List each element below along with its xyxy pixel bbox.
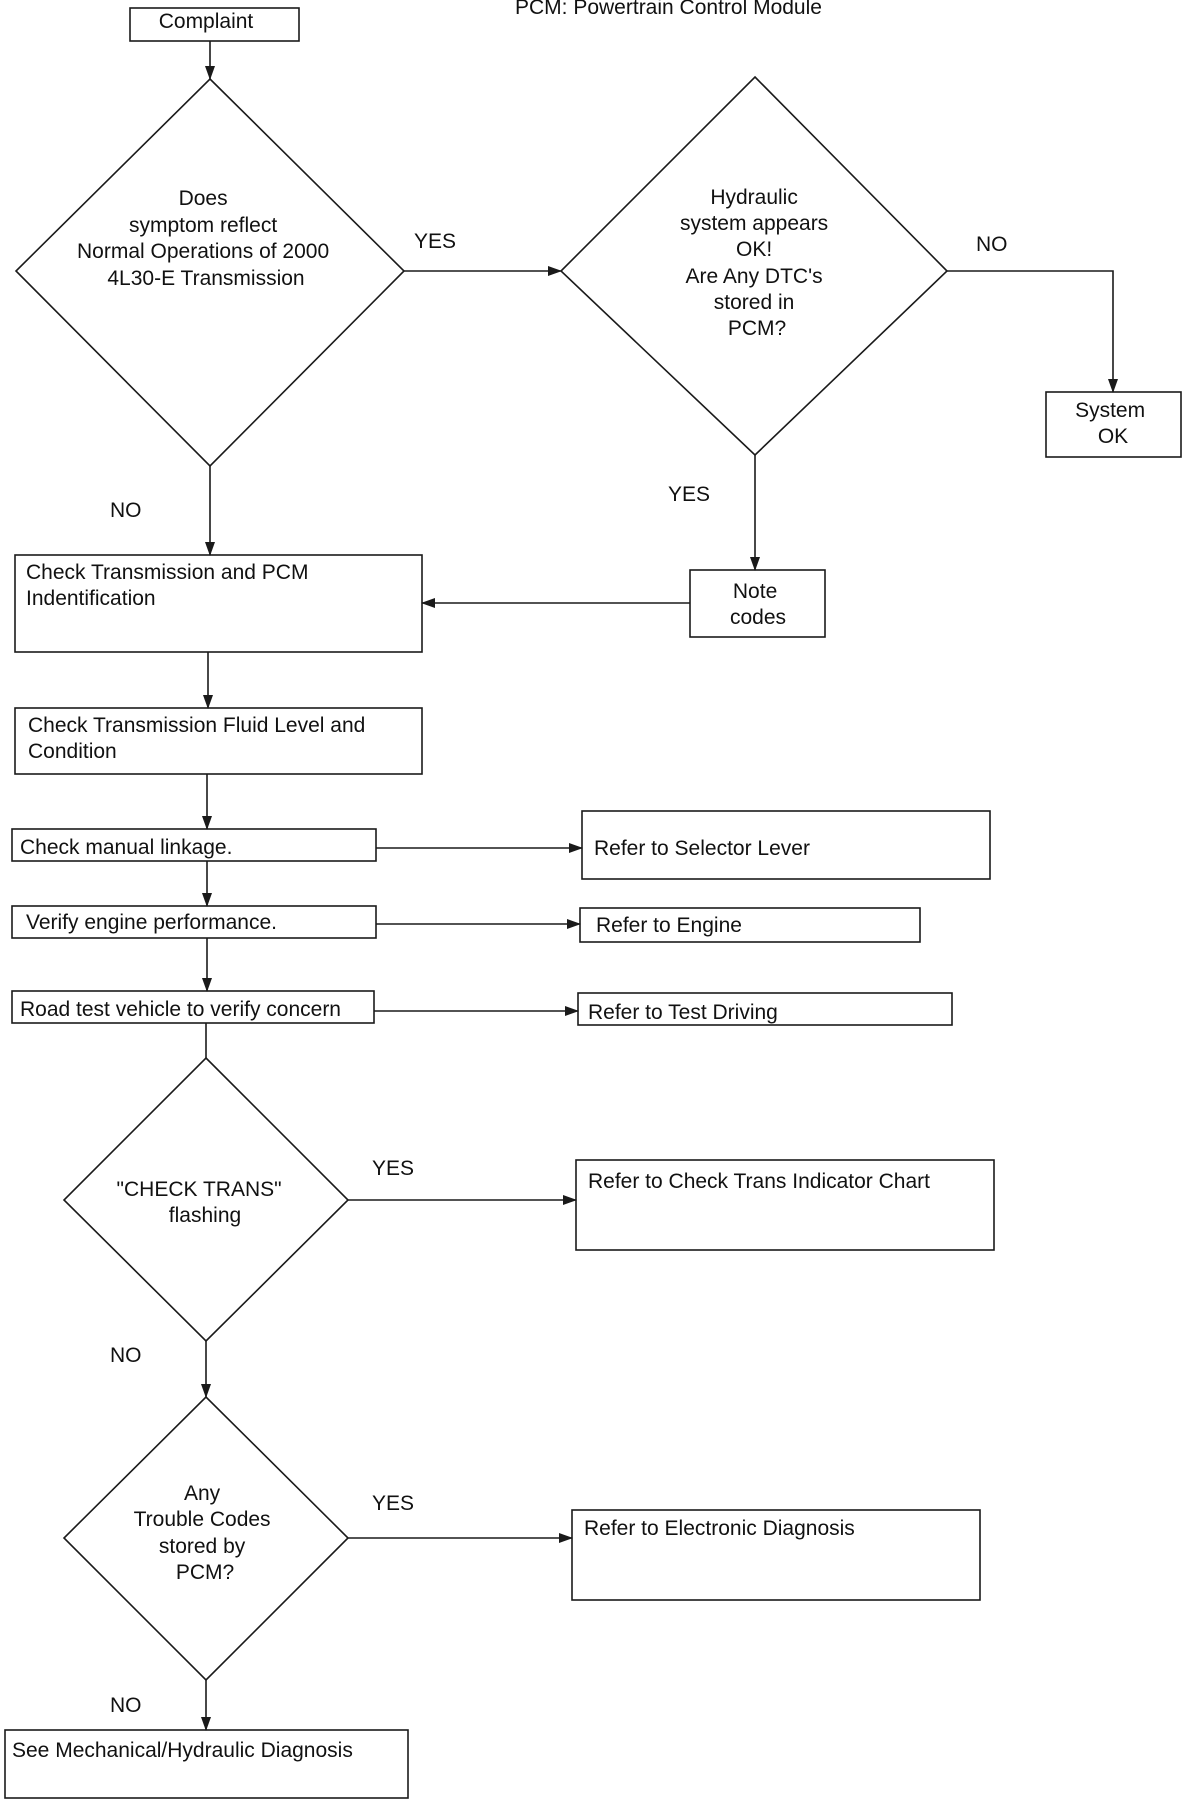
edge-label-yes-3: YES — [372, 1157, 414, 1180]
note-codes-label: Note codes — [730, 580, 786, 629]
edge-label-yes-1: YES — [414, 230, 456, 253]
refer-test-driving-label: Refer to Test Driving — [588, 1001, 778, 1024]
edge-label-no-2: NO — [110, 499, 142, 522]
refer-selector-label: Refer to Selector Lever — [594, 837, 810, 860]
complaint-label: Complaint — [159, 10, 254, 33]
see-mechanical-box — [4, 1729, 409, 1799]
pcm-legend-note: PCM: Powertrain Control Module — [515, 0, 822, 19]
check-fluid-label: Check Transmission Fluid Level and Condi… — [28, 714, 371, 763]
arrow-decision2-no — [947, 270, 1118, 393]
complaint-box — [129, 7, 300, 42]
verify-engine-label: Verify engine performance. — [26, 911, 277, 934]
refer-engine-label: Refer to Engine — [596, 914, 742, 937]
refer-test-driving-box — [577, 992, 953, 1026]
refer-engine-box — [579, 907, 921, 943]
decision-trouble-codes-label: Any Trouble Codes stored by PCM? — [134, 1482, 277, 1584]
see-mechanical-label: See Mechanical/Hydraulic Diagnosis — [12, 1739, 353, 1762]
refer-electronic-label: Refer to Electronic Diagnosis — [584, 1517, 855, 1540]
refer-selector-box — [581, 810, 991, 880]
check-identification-box — [14, 554, 423, 653]
refer-check-trans-chart-box — [575, 1159, 995, 1251]
check-fluid-box — [14, 707, 423, 775]
road-test-label: Road test vehicle to verify concern — [20, 998, 341, 1021]
check-linkage-box — [11, 828, 377, 862]
edge-label-yes-2: YES — [668, 483, 710, 506]
decision-normal-operations-label: Does symptom reflect Normal Operations o… — [77, 187, 335, 290]
system-ok-label: System OK — [1075, 399, 1151, 448]
check-identification-label: Check Transmission and PCM Indentificati… — [26, 561, 314, 610]
edge-label-no-4: NO — [110, 1694, 142, 1717]
decision-check-trans-flashing-label: "CHECK TRANS" flashing — [117, 1178, 288, 1227]
verify-engine-box — [11, 905, 377, 939]
edge-label-no-3: NO — [110, 1344, 142, 1367]
edge-label-no-1: NO — [976, 233, 1008, 256]
road-test-box — [11, 990, 375, 1024]
edge-label-yes-4: YES — [372, 1492, 414, 1515]
decision-hydraulic-dtc-label: Hydraulic system appears OK! Are Any DTC… — [680, 186, 834, 340]
refer-electronic-box — [571, 1509, 981, 1601]
refer-check-trans-chart-label: Refer to Check Trans Indicator Chart — [588, 1170, 930, 1193]
check-linkage-label: Check manual linkage. — [20, 836, 232, 859]
